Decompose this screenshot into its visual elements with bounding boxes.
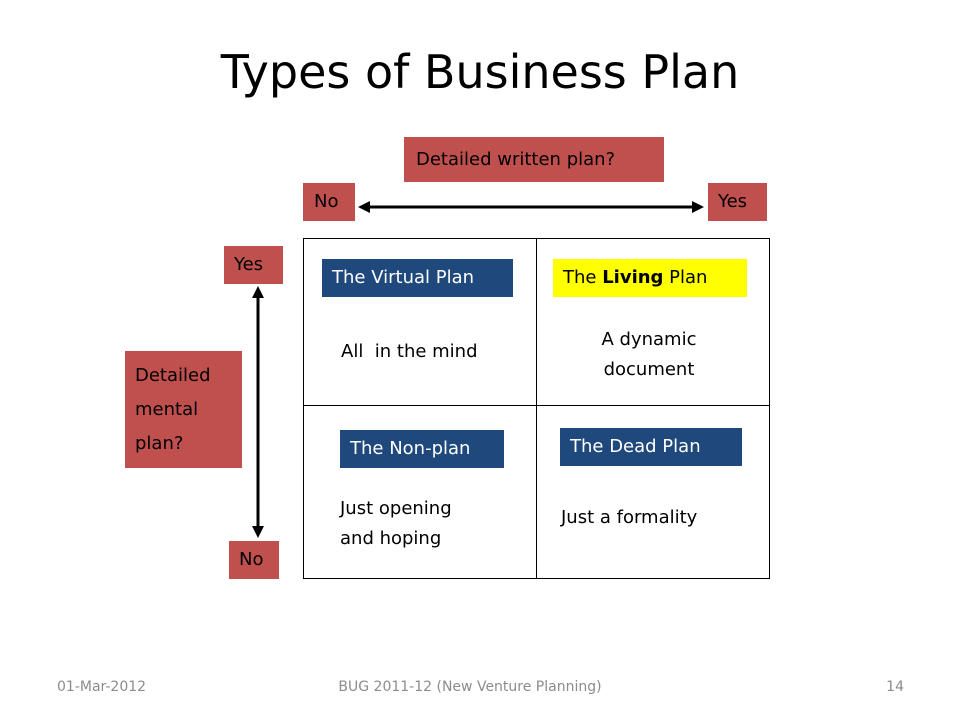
living-plan-name-bold: Living [602, 267, 664, 288]
written-plan-question: Detailed written plan? [404, 137, 664, 182]
non-plan-description-line-1: Just opening [340, 498, 452, 519]
living-plan-name-prefix: The [563, 267, 603, 288]
quadrant-bottom-right [536, 405, 770, 579]
vertical-yes-text: Yes [234, 254, 264, 275]
vertical-yes-label: Yes [224, 246, 283, 284]
non-plan-description: Just opening and hoping [340, 494, 452, 554]
non-plan-description-line-2: and hoping [340, 528, 442, 549]
horizontal-yes-text: Yes [718, 191, 748, 212]
horizontal-no-text: No [314, 191, 339, 212]
dead-plan-label: The Dead Plan [560, 428, 742, 466]
mental-plan-line-3: plan? [135, 433, 184, 454]
horizontal-yes-label: Yes [708, 183, 767, 221]
living-plan-name-suffix: Plan [663, 267, 708, 288]
slide-title: Types of Business Plan [220, 45, 740, 99]
dead-plan-name: The Dead Plan [570, 436, 701, 457]
footer-course: BUG 2011-12 (New Venture Planning) [338, 679, 602, 695]
virtual-plan-name: The Virtual Plan [332, 267, 475, 288]
virtual-plan-label: The Virtual Plan [322, 259, 513, 297]
living-plan-description-line-2: document [603, 359, 695, 380]
living-plan-description: A dynamic document [560, 325, 738, 385]
vertical-no-label: No [229, 541, 279, 579]
virtual-plan-description: All in the mind [341, 341, 478, 362]
horizontal-double-arrow [358, 201, 704, 213]
footer-page-number: 14 [886, 679, 904, 695]
written-plan-question-text: Detailed written plan? [416, 149, 616, 170]
mental-plan-line-1: Detailed [135, 365, 211, 386]
dead-plan-description: Just a formality [561, 507, 698, 528]
living-plan-description-line-1: A dynamic [601, 329, 697, 350]
non-plan-name: The Non-plan [350, 438, 471, 459]
vertical-no-text: No [239, 549, 264, 570]
living-plan-label: The Living Plan [553, 259, 747, 297]
vertical-double-arrow [252, 286, 264, 538]
non-plan-label: The Non-plan [340, 430, 504, 468]
horizontal-no-label: No [303, 183, 355, 221]
mental-plan-line-2: mental [135, 399, 199, 420]
footer-date: 01-Mar-2012 [57, 679, 147, 695]
mental-plan-question: Detailed mental plan? [125, 351, 242, 468]
